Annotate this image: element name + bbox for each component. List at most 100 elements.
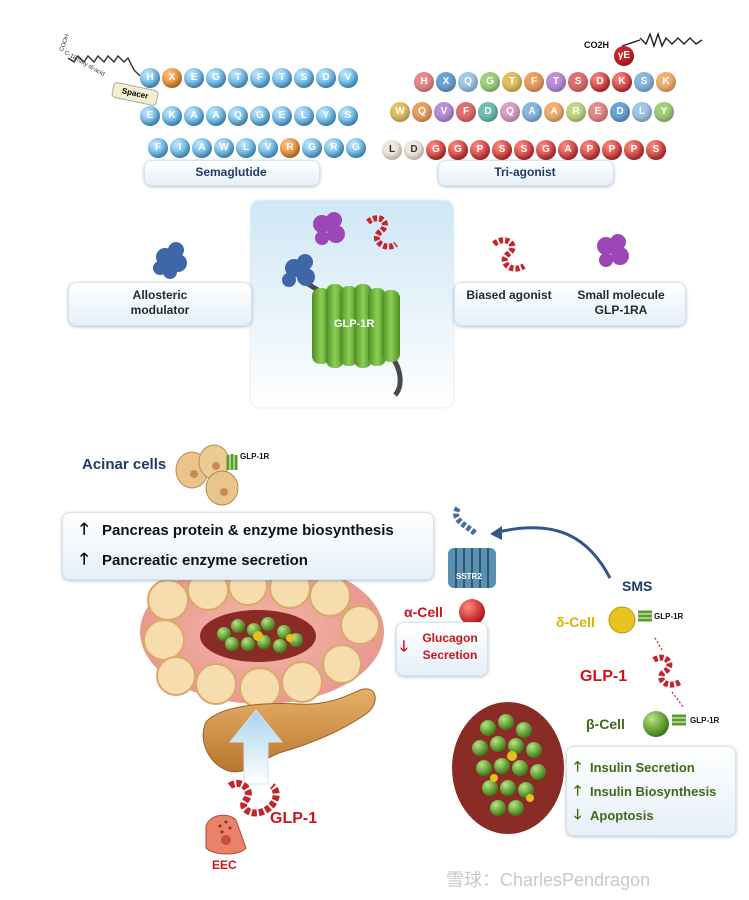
amino-acid-bead: S	[646, 140, 666, 160]
amino-acid-bead: E	[272, 106, 292, 126]
amino-acid-bead: X	[436, 72, 456, 92]
alpha-cell-shape	[459, 599, 485, 625]
amino-acid-bead: A	[558, 140, 578, 160]
amino-acid-bead: G	[302, 138, 322, 158]
glp1-chain-left	[227, 779, 280, 817]
amino-acid-bead: D	[316, 68, 336, 88]
small-molecule-blob-top	[313, 212, 345, 245]
amino-acid-bead: P	[602, 140, 622, 160]
biased-agonist-right	[492, 237, 526, 272]
sms-label: SMS	[622, 578, 653, 594]
amino-acid-bead: T	[502, 72, 522, 92]
glucagon-box	[396, 622, 488, 676]
amino-acid-bead: G	[536, 140, 556, 160]
amino-acid-bead: H	[140, 68, 160, 88]
amino-acid-bead: W	[390, 102, 410, 122]
insulin-effects-box	[566, 746, 736, 836]
amino-acid-bead: Y	[316, 106, 336, 126]
triagonist-pill	[438, 160, 614, 186]
enzyme-effects-box	[62, 512, 434, 580]
small-molecule-label: Small molecule GLP-1RA	[577, 288, 665, 317]
beta-receptor-label: GLP-1R	[690, 716, 720, 725]
amino-acid-bead: E	[184, 68, 204, 88]
glucagon-text: Glucagon Secretion	[422, 631, 478, 662]
amino-acid-bead: X	[162, 68, 182, 88]
allosteric-label: Allosteric modulator	[130, 288, 190, 317]
insulin-biosynthesis-text: Insulin Biosynthesis	[590, 784, 717, 799]
amino-acid-bead: G	[250, 106, 270, 126]
amino-acid-bead: G	[206, 68, 226, 88]
amino-acid-bead: D	[610, 102, 630, 122]
amino-acid-bead: R	[280, 138, 300, 158]
amino-acid-bead: S	[294, 68, 314, 88]
beta-cell-shape	[643, 711, 669, 737]
amino-acid-bead: Q	[228, 106, 248, 126]
sms-arrow	[497, 526, 612, 579]
glp1-left-label: GLP-1	[270, 810, 318, 827]
amino-acid-bead: D	[590, 72, 610, 92]
small-molecule-blob-right	[597, 234, 629, 267]
receptor-label: GLP-1R	[334, 318, 375, 330]
apoptosis-text: Apoptosis	[590, 808, 654, 823]
eec-cell	[205, 814, 247, 855]
amino-acid-bead: Q	[458, 72, 478, 92]
amino-acid-bead: L	[236, 138, 256, 158]
acinar-receptor-label: GLP-1R	[240, 452, 270, 461]
triagonist-label: Tri-agonist	[494, 165, 556, 179]
amino-acid-bead: V	[434, 102, 454, 122]
amino-acid-bead: G	[480, 72, 500, 92]
semaglutide-pill	[144, 160, 320, 186]
delta-receptor-label: GLP-1R	[654, 612, 684, 621]
amino-acid-bead: A	[184, 106, 204, 126]
amino-acid-bead: I	[170, 138, 190, 158]
down-arrow-icon: 🡓	[574, 806, 582, 822]
amino-acid-bead: P	[470, 140, 490, 160]
allosteric-blob-left	[153, 242, 187, 279]
amino-acid-bead: A	[522, 102, 542, 122]
amino-acid-bead: S	[634, 72, 654, 92]
pancreatic-tissue	[140, 560, 384, 709]
amino-acid-bead: Y	[654, 102, 674, 122]
triagonist-lipid-chain	[639, 31, 703, 49]
amino-acid-bead: T	[272, 68, 292, 88]
amino-acid-bead: S	[338, 106, 358, 126]
amino-acid-bead: V	[258, 138, 278, 158]
sstr2-label: SSTR2	[456, 572, 482, 581]
amino-acid-bead: G	[426, 140, 446, 160]
co2h-label: CO2H	[584, 40, 610, 50]
amino-acid-bead: G	[346, 138, 366, 158]
enzyme-secretion-text: Pancreatic enzyme secretion	[102, 552, 308, 569]
amino-acid-bead: A	[206, 106, 226, 126]
watermark: 雪球：CharlesPendragon	[446, 870, 651, 890]
amino-acid-bead: Q	[412, 102, 432, 122]
amino-acid-bead: H	[414, 72, 434, 92]
amino-acid-bead: P	[580, 140, 600, 160]
amino-acid-bead: G	[448, 140, 468, 160]
upward-arrow	[228, 709, 284, 785]
amino-acid-bead: K	[656, 72, 676, 92]
amino-acid-bead: F	[250, 68, 270, 88]
amino-acid-bead: W	[214, 138, 234, 158]
islet-cluster	[452, 702, 564, 834]
sstr2-receptor	[448, 506, 496, 588]
insulin-secretion-text: Insulin Secretion	[590, 760, 695, 775]
delta-cell-label: δ-Cell	[556, 614, 595, 630]
amino-acid-bead: L	[632, 102, 652, 122]
amino-acid-bead: R	[566, 102, 586, 122]
allosteric-blob-bound	[282, 254, 315, 287]
acinar-title: Acinar cells	[82, 456, 167, 473]
alpha-cell-label: α-Cell	[404, 604, 443, 620]
amino-acid-bead: A	[544, 102, 564, 122]
amino-acid-bead: F	[148, 138, 168, 158]
amino-acid-bead: A	[192, 138, 212, 158]
amino-acid-bead: T	[546, 72, 566, 92]
amino-acid-bead: S	[514, 140, 534, 160]
amino-acid-bead: S	[492, 140, 512, 160]
fatty-acid-chain	[67, 54, 141, 77]
amino-acid-bead: D	[404, 140, 424, 160]
acinar-cells	[175, 444, 239, 506]
delta-cell-shape	[608, 606, 636, 634]
agonist-pill	[454, 282, 686, 326]
amino-acid-bead: P	[624, 140, 644, 160]
